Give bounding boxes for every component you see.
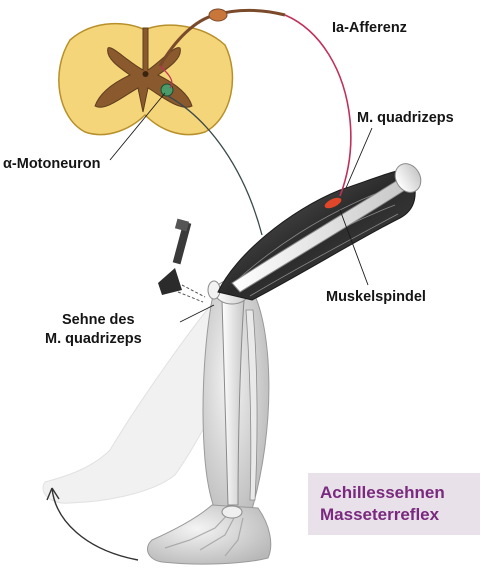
label-m-quadriceps: M. quadrizeps	[357, 110, 454, 127]
lower-leg	[203, 280, 269, 522]
label-tendon-line1: Sehne des	[62, 312, 135, 329]
label-muscle-spindle: Muskelspindel	[326, 289, 426, 306]
label-alpha-motoneuron: α-Motoneuron	[3, 156, 101, 173]
label-tendon-line2: M. quadrizeps	[45, 331, 142, 348]
thigh	[218, 159, 426, 300]
label-ia-afferent: Ia-Afferenz	[332, 20, 407, 37]
reflex-hammer	[158, 219, 205, 302]
spinal-cord-section	[59, 24, 233, 135]
foot	[147, 505, 270, 564]
reflex-list-box: Achillessehnen Masseterreflex	[308, 473, 480, 535]
reflex-achilles: Achillessehnen	[320, 483, 445, 503]
reflex-masseter: Masseterreflex	[320, 505, 439, 525]
